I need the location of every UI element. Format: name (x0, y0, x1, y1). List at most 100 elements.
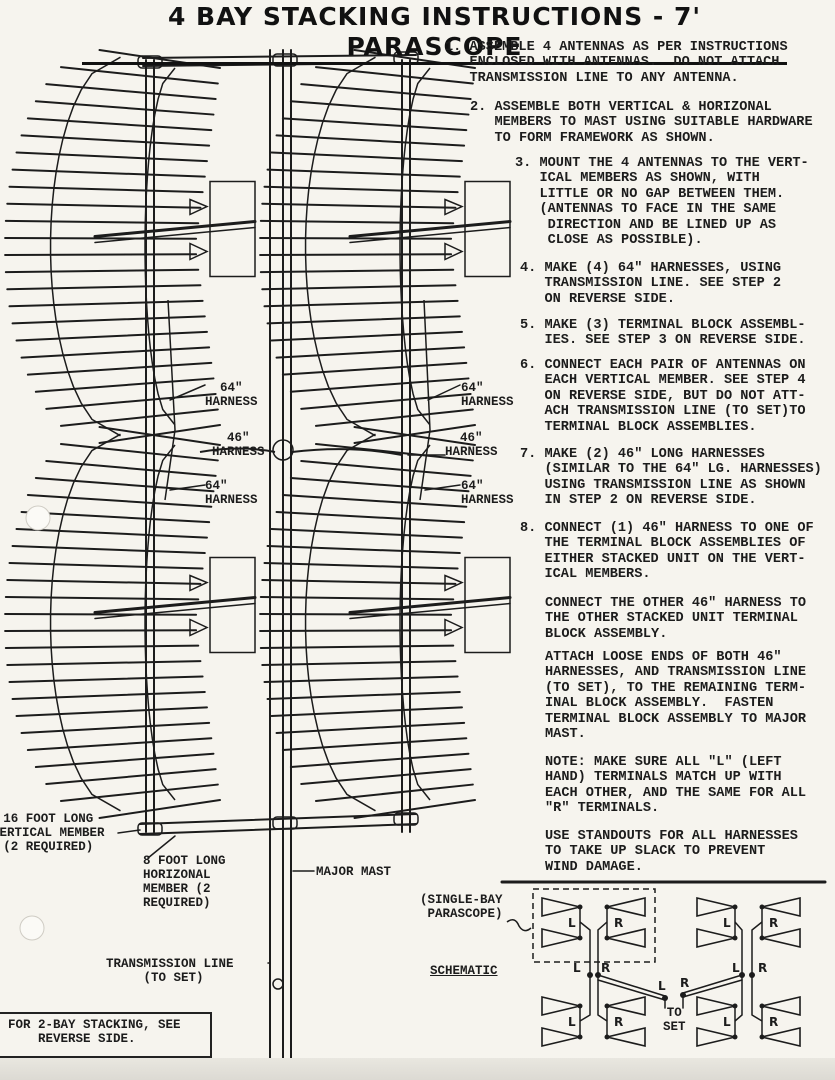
label-vertical-member: 16 FOOT LONG VERTICAL MEMBER (2 REQUIRED… (0, 812, 105, 854)
reflector-frame-inner (144, 67, 176, 426)
reflector-frame-outer (304, 433, 376, 812)
reflector-rib (281, 737, 468, 751)
single-bay-pointer (506, 919, 532, 932)
schematic-antenna-element (696, 896, 736, 918)
label-46-harness-left: 46" HARNESS (212, 431, 265, 459)
boom-crossbar (348, 220, 512, 238)
reflector-rib (59, 443, 219, 462)
dipole-mount-box (464, 556, 511, 654)
reflector-rib (20, 346, 211, 359)
reflector-rib (4, 253, 198, 257)
boom-crossbar (93, 220, 257, 238)
schematic-junction (739, 972, 745, 978)
top-horizontal-member (142, 54, 417, 59)
reflector-rib (34, 477, 215, 493)
boom-crossbar (349, 226, 511, 244)
reflector-rib (98, 424, 221, 444)
step-1: 1. ASSEMBLE 4 ANTENNAS AS PER INSTRUCTIO… (445, 40, 788, 86)
reflector-rib (259, 253, 453, 257)
binder-punch-hole (19, 915, 45, 941)
paragraph-attach: ATTACH LOOSE ENDS OF BOTH 46" HARNESSES,… (545, 650, 807, 743)
reflector-rib (270, 330, 463, 342)
label-major-mast: MAJOR MAST (316, 865, 392, 879)
reflector-frame-inner (399, 444, 431, 801)
schematic-antenna-element (606, 1026, 646, 1048)
step-5: 5. MAKE (3) TERMINAL BLOCK ASSEMBL- IES.… (520, 318, 806, 349)
schematic-transmission-line (597, 974, 666, 997)
reflector-rib (4, 236, 198, 240)
reflector-rib (281, 494, 468, 508)
boom-crossbar (94, 226, 256, 244)
single-bay-dashed-box (532, 888, 656, 963)
schematic-right-terminal-label: R (758, 961, 767, 975)
harness-64-left (164, 299, 176, 501)
reflector-rib (353, 49, 476, 69)
dipole-element-icon (444, 198, 464, 216)
dipole-mount-box (209, 180, 256, 278)
schematic-transmission-line (682, 974, 743, 994)
antenna-top-right (259, 49, 512, 444)
reflector-rib (261, 284, 457, 291)
dipole-element-icon (444, 618, 464, 637)
reflector-rib (98, 799, 221, 819)
schematic-antenna-element (606, 927, 646, 949)
reflector-rib (15, 151, 208, 163)
schematic-antenna-element (541, 896, 581, 918)
reflector-rib (275, 134, 466, 147)
mounting-clamp (272, 816, 298, 830)
schematic-title: SCHEMATIC (430, 964, 498, 978)
reflector-rib (26, 361, 213, 376)
reflector-rib (266, 168, 461, 178)
schematic-junction (587, 972, 593, 978)
note-2-bay-stacking: FOR 2-BAY STACKING, SEE REVERSE SIDE. (8, 1018, 181, 1046)
boom-crossbar (93, 596, 257, 614)
reflector-frame-inner (399, 67, 431, 426)
reflector-rib (259, 596, 455, 601)
schematic-right-terminal-label: R (769, 1015, 778, 1029)
reflector-rib (34, 100, 215, 116)
label-46-harness-right: 46" HARNESS (445, 431, 498, 459)
reflector-rib (259, 219, 455, 225)
reflector-rib (270, 706, 463, 717)
mounting-clamp (272, 53, 298, 67)
schematic-antenna-element (541, 927, 581, 949)
reflector-rib (263, 562, 459, 570)
reflector-rib (15, 528, 208, 539)
reflector-rib (4, 596, 200, 601)
reflector-rib (266, 545, 461, 555)
reflector-rib (263, 185, 459, 194)
reflector-rib (59, 66, 219, 85)
note-box (0, 1012, 212, 1058)
step-2: 2. ASSEMBLE BOTH VERTICAL & HORIZONAL ME… (470, 100, 813, 146)
reflector-rib (259, 236, 453, 240)
schematic-antenna-element (761, 1026, 801, 1048)
reflector-rib (11, 690, 206, 700)
reflector-rib (15, 330, 208, 342)
reflector-rib (300, 392, 472, 410)
schematic-antenna-element (606, 896, 646, 918)
reflector-rib (45, 768, 217, 785)
dipole-element-icon (189, 242, 209, 261)
schematic-single-bay-label: (SINGLE-BAY PARASCOPE) (420, 893, 503, 921)
mounting-clamp (393, 812, 419, 826)
pointer-arrow (147, 835, 176, 859)
schematic-transmission-line (597, 979, 666, 1001)
reflector-rib (4, 629, 198, 632)
harness-64-right (419, 299, 431, 501)
pointer-arrow (424, 484, 461, 491)
schematic-left-terminal-label: L (568, 916, 576, 930)
schematic-right-terminal-label: R (680, 976, 689, 990)
reflector-rib (270, 528, 463, 539)
pointer-arrow (117, 829, 141, 834)
harness-46-left (199, 447, 276, 453)
reflector-frame-outer (49, 56, 121, 437)
boom-crossbar (94, 602, 256, 620)
reflector-rib (45, 460, 217, 477)
reflector-rib (8, 299, 204, 308)
page-title: 4 BAY STACKING INSTRUCTIONS - 7' PARASCO… (82, 2, 787, 65)
label-transmission-line: TRANSMISSION LINE (TO SET) (106, 957, 234, 985)
reflector-rib (263, 675, 459, 683)
terminal-block (272, 439, 294, 461)
dipole-element-icon (189, 574, 209, 592)
cable-clamp (272, 978, 284, 990)
